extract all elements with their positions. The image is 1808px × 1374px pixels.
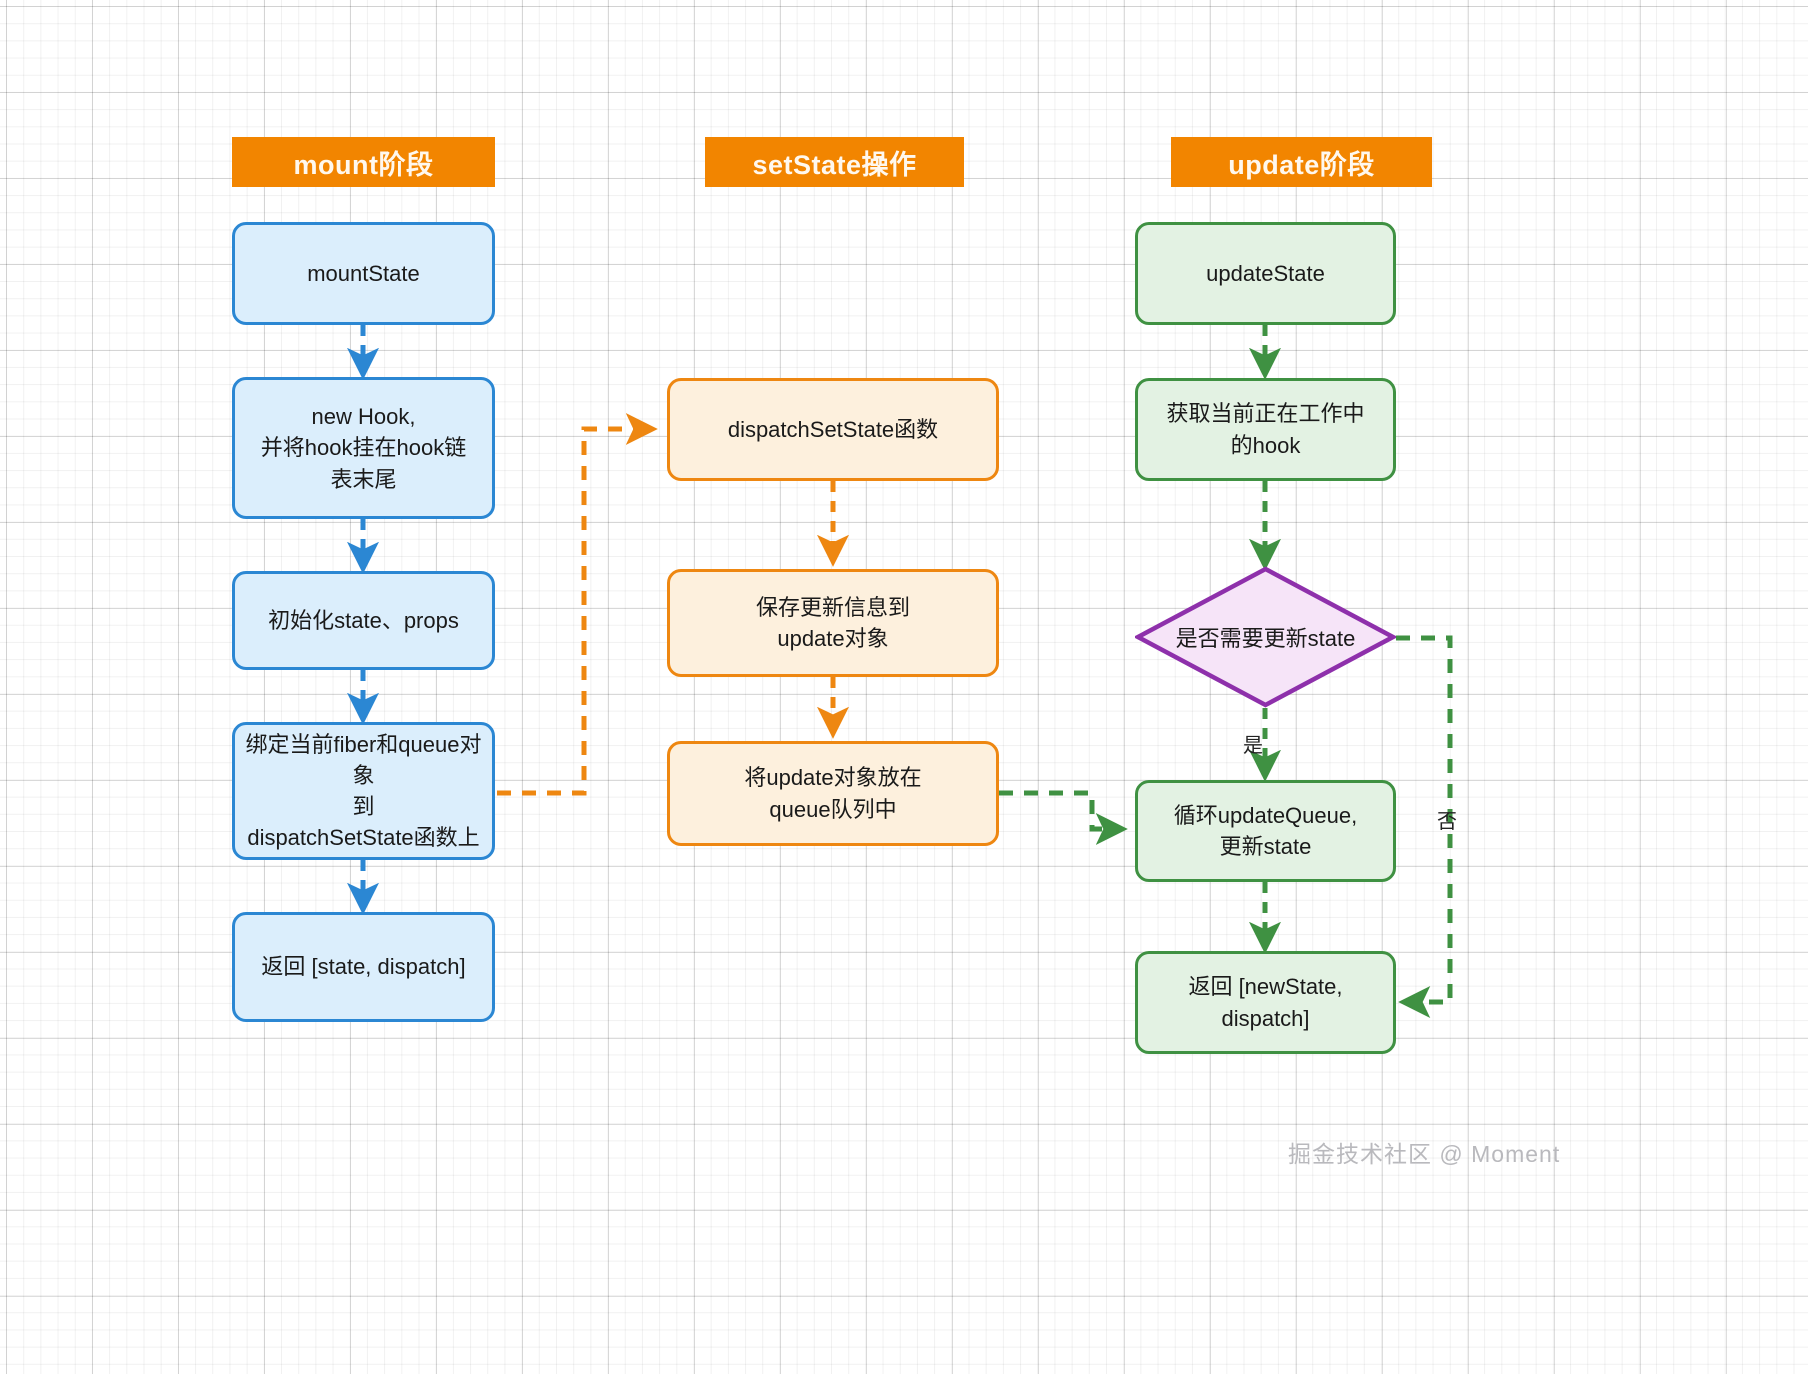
banner-mount: mount阶段 bbox=[232, 137, 495, 187]
node-return-newstate-dispatch[interactable]: 返回 [newState, dispatch] bbox=[1135, 951, 1396, 1054]
node-dispatch-setstate[interactable]: dispatchSetState函数 bbox=[667, 378, 999, 481]
edge-label-yes: 是 bbox=[1243, 735, 1263, 757]
node-need-update-decision[interactable]: 是否需要更新state bbox=[1135, 566, 1396, 708]
banner-update: update阶段 bbox=[1171, 137, 1432, 187]
node-bind-fiber-queue[interactable]: 绑定当前fiber和queue对象 到 dispatchSetState函数上 bbox=[232, 722, 495, 860]
diamond-shape bbox=[1135, 566, 1396, 708]
node-init-state-props[interactable]: 初始化state、props bbox=[232, 571, 495, 670]
node-new-hook[interactable]: new Hook, 并将hook挂在hook链 表末尾 bbox=[232, 377, 495, 519]
banner-setstate: setState操作 bbox=[705, 137, 964, 187]
node-get-working-hook[interactable]: 获取当前正在工作中 的hook bbox=[1135, 378, 1396, 481]
watermark: 掘金技术社区 @ Moment bbox=[1288, 1141, 1561, 1167]
decision-label: 是否需要更新state bbox=[1175, 626, 1356, 651]
node-update-state[interactable]: updateState bbox=[1135, 222, 1396, 325]
node-push-update-queue[interactable]: 将update对象放在 queue队列中 bbox=[667, 741, 999, 846]
node-loop-update-queue[interactable]: 循环updateQueue, 更新state bbox=[1135, 780, 1396, 882]
node-mount-state[interactable]: mountState bbox=[232, 222, 495, 325]
edge-label-no: 否 bbox=[1437, 811, 1457, 833]
node-return-state-dispatch[interactable]: 返回 [state, dispatch] bbox=[232, 912, 495, 1022]
node-save-update-object[interactable]: 保存更新信息到 update对象 bbox=[667, 569, 999, 677]
